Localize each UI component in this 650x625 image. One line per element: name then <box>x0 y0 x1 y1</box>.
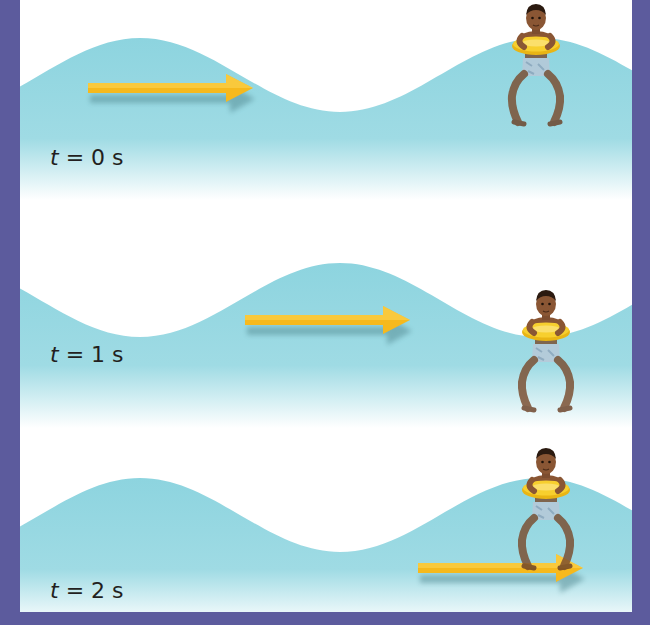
time-label: t = 1 s <box>50 342 124 367</box>
time-label: t = 2 s <box>50 578 124 603</box>
swimming-boy <box>522 448 570 568</box>
time-label: t = 0 s <box>50 145 124 170</box>
wave-direction-arrow <box>88 74 255 113</box>
wave-direction-arrow <box>245 306 412 345</box>
swimming-boy <box>522 290 570 410</box>
swimming-boy <box>512 4 560 124</box>
wave-direction-arrow <box>418 554 585 593</box>
water-wave <box>20 263 632 428</box>
